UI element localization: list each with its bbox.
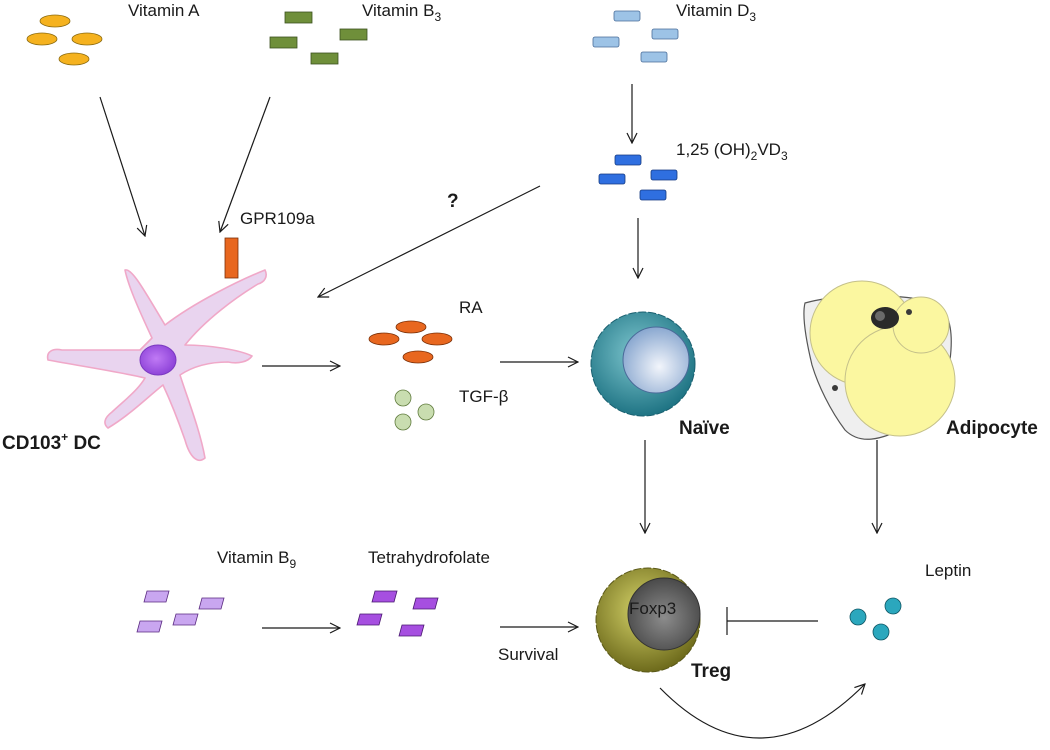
vitamin-d3-molecules <box>592 10 679 63</box>
arrow-vitamin-b3-to-gpr109a <box>220 96 271 232</box>
cd103-dc-label: CD103+ DC <box>2 430 101 454</box>
arrow-vitamin-a-to-dc <box>99 96 145 236</box>
vitamin-b9-molecules <box>136 590 225 633</box>
naive-label: Naïve <box>679 418 730 439</box>
tgf-beta-molecules <box>394 389 435 431</box>
active-vd3-molecules <box>598 154 678 201</box>
dc-nucleus <box>139 344 177 376</box>
ra-label: RA <box>459 298 483 317</box>
vitamin-b9-label: Vitamin B9 <box>217 548 296 571</box>
vitamin-b3-molecules <box>269 11 368 65</box>
arrow-active-vd3-to-dc <box>318 185 541 297</box>
arrow-treg-to-leptin <box>659 684 865 739</box>
gpr109a-receptor <box>224 237 239 279</box>
vitamin-d3-label: Vitamin D3 <box>676 1 756 24</box>
tgf-beta-label: TGF-β <box>459 387 509 406</box>
leptin-label: Leptin <box>925 561 971 580</box>
naive-t-cell <box>590 311 696 417</box>
foxp3-label: Foxp3 <box>629 599 676 618</box>
treg-cell <box>595 567 701 673</box>
tetrahydrofolate-label: Tetrahydrofolate <box>368 548 490 567</box>
leptin-molecules <box>849 597 902 641</box>
vitamin-a-label: Vitamin A <box>128 1 200 20</box>
active-vd3-label: 1,25 (OH)2VD3 <box>676 140 788 163</box>
dendritic-cell <box>46 269 267 462</box>
survival-label: Survival <box>498 645 558 664</box>
vitamin-b3-label: Vitamin B3 <box>362 1 441 24</box>
gpr109a-label: GPR109a <box>240 209 315 228</box>
treg-label: Treg <box>691 661 731 682</box>
ra-molecules <box>368 320 453 364</box>
adipocyte-cell <box>803 280 956 440</box>
tetrahydrofolate-molecules <box>356 590 439 637</box>
vitamin-a-molecules <box>26 14 103 66</box>
adipocyte-label: Adipocyte <box>946 418 1038 439</box>
question-mark: ? <box>447 191 459 212</box>
